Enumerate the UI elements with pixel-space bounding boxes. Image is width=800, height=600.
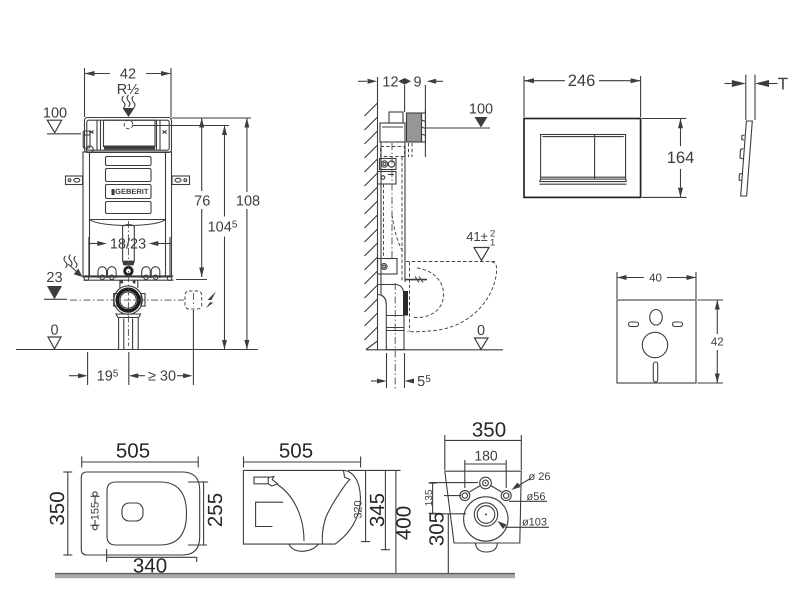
svg-text:9: 9 — [413, 74, 421, 90]
svg-text:135: 135 — [424, 489, 435, 506]
svg-text:345: 345 — [366, 493, 389, 527]
svg-text:164: 164 — [667, 149, 695, 167]
svg-text:255: 255 — [204, 493, 227, 527]
svg-text:320: 320 — [353, 500, 365, 518]
svg-text:ø56: ø56 — [527, 491, 546, 503]
svg-text:42: 42 — [120, 67, 136, 83]
svg-text:1: 1 — [490, 238, 495, 249]
svg-text:505: 505 — [279, 440, 313, 463]
svg-text:1045: 1045 — [208, 220, 238, 236]
svg-text:▮GEBERIT: ▮GEBERIT — [111, 187, 149, 196]
svg-text:400: 400 — [393, 506, 416, 540]
svg-text:100: 100 — [469, 102, 493, 118]
svg-text:180: 180 — [474, 448, 498, 464]
svg-text:100: 100 — [43, 106, 67, 122]
svg-text:≥ 30: ≥ 30 — [148, 369, 176, 385]
svg-text:305: 305 — [426, 512, 449, 546]
svg-text:350: 350 — [46, 491, 69, 525]
svg-text:155: 155 — [90, 502, 102, 520]
svg-text:246: 246 — [568, 72, 596, 90]
svg-text:23: 23 — [46, 270, 62, 286]
svg-text:350: 350 — [472, 419, 506, 442]
svg-text:2: 2 — [490, 229, 495, 240]
svg-text:42: 42 — [711, 337, 724, 349]
svg-text:ø 26: ø 26 — [528, 471, 550, 483]
svg-text:505: 505 — [116, 440, 150, 463]
svg-text:0: 0 — [477, 323, 485, 339]
svg-text:41±: 41± — [466, 229, 488, 244]
svg-text:108: 108 — [236, 193, 260, 209]
svg-text:76: 76 — [194, 193, 210, 209]
svg-text:340: 340 — [133, 555, 167, 578]
svg-text:T: T — [778, 75, 788, 94]
svg-text:12: 12 — [382, 74, 398, 90]
svg-text:ø103: ø103 — [522, 517, 547, 529]
svg-text:40: 40 — [649, 273, 662, 285]
svg-text:R½: R½ — [117, 82, 140, 98]
svg-text:0: 0 — [50, 323, 58, 339]
